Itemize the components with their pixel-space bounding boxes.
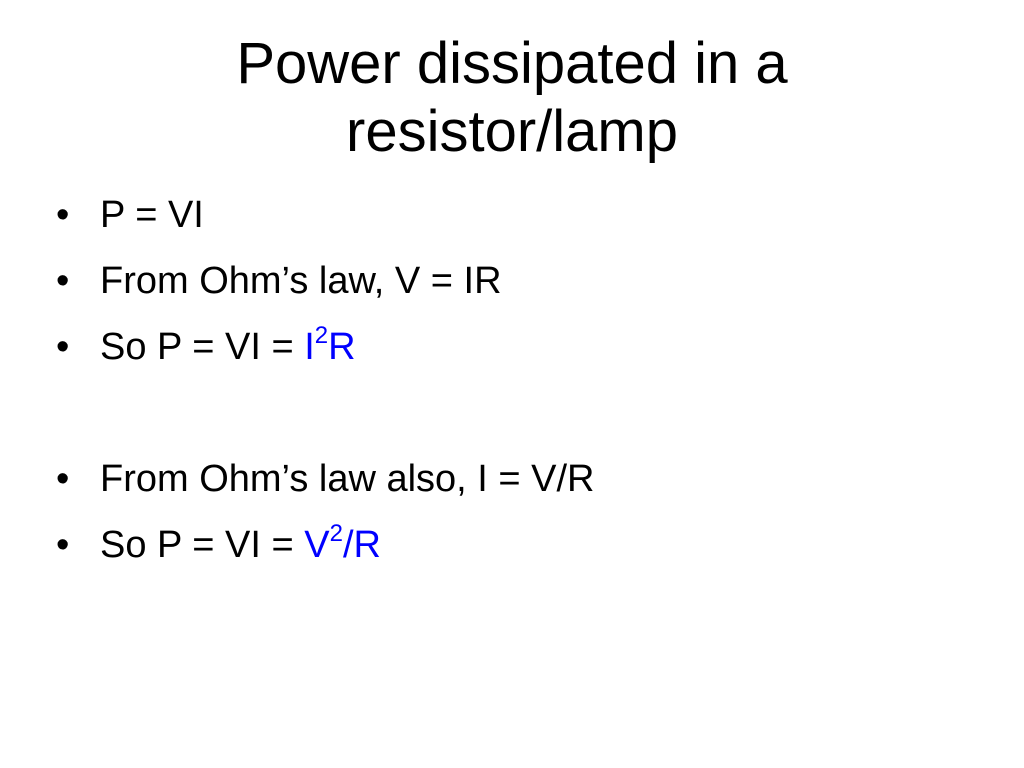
title-line-2: resistor/lamp bbox=[346, 99, 678, 164]
bullet-item-power-formula: • P = VI bbox=[56, 188, 996, 254]
formula-tail: R bbox=[328, 326, 356, 368]
formula-exponent: 2 bbox=[314, 322, 329, 349]
bullet-item-ohms-law: • From Ohm’s law, V = IR bbox=[56, 254, 996, 320]
bullet-text: So P = VI = V2/R bbox=[100, 518, 381, 572]
bullet-text: So P = VI = I2R bbox=[100, 320, 356, 374]
bullet-icon: • bbox=[56, 524, 70, 566]
bullet-list: • P = VI • From Ohm’s law, V = IR • So P… bbox=[56, 188, 996, 584]
bullet-icon: • bbox=[56, 458, 70, 500]
highlighted-formula: V2/R bbox=[304, 522, 381, 567]
formula-base: V bbox=[304, 524, 330, 566]
title-line-1: Power dissipated in a bbox=[236, 31, 788, 96]
bullet-icon: • bbox=[56, 326, 70, 368]
formula-exponent: 2 bbox=[329, 520, 343, 547]
bullet-icon: • bbox=[56, 260, 70, 302]
bullet-icon: • bbox=[56, 194, 70, 236]
formula-prefix: So P = VI = bbox=[100, 326, 305, 368]
formula-prefix: So P = VI = bbox=[100, 524, 305, 566]
bullet-text: From Ohm’s law, V = IR bbox=[100, 260, 502, 302]
bullet-spacer bbox=[56, 386, 996, 452]
slide-title: Power dissipated in a resistor/lamp bbox=[0, 30, 1024, 166]
bullet-item-ohms-law-also: • From Ohm’s law also, I = V/R bbox=[56, 452, 996, 518]
highlighted-formula: I2R bbox=[304, 324, 356, 369]
bullet-text: From Ohm’s law also, I = V/R bbox=[100, 458, 595, 500]
bullet-text: P = VI bbox=[100, 194, 204, 236]
formula-base: I bbox=[304, 326, 315, 368]
bullet-item-i-squared-r: • So P = VI = I2R bbox=[56, 320, 996, 386]
formula-tail: /R bbox=[342, 524, 381, 566]
bullet-item-v-squared-over-r: • So P = VI = V2/R bbox=[56, 518, 996, 584]
